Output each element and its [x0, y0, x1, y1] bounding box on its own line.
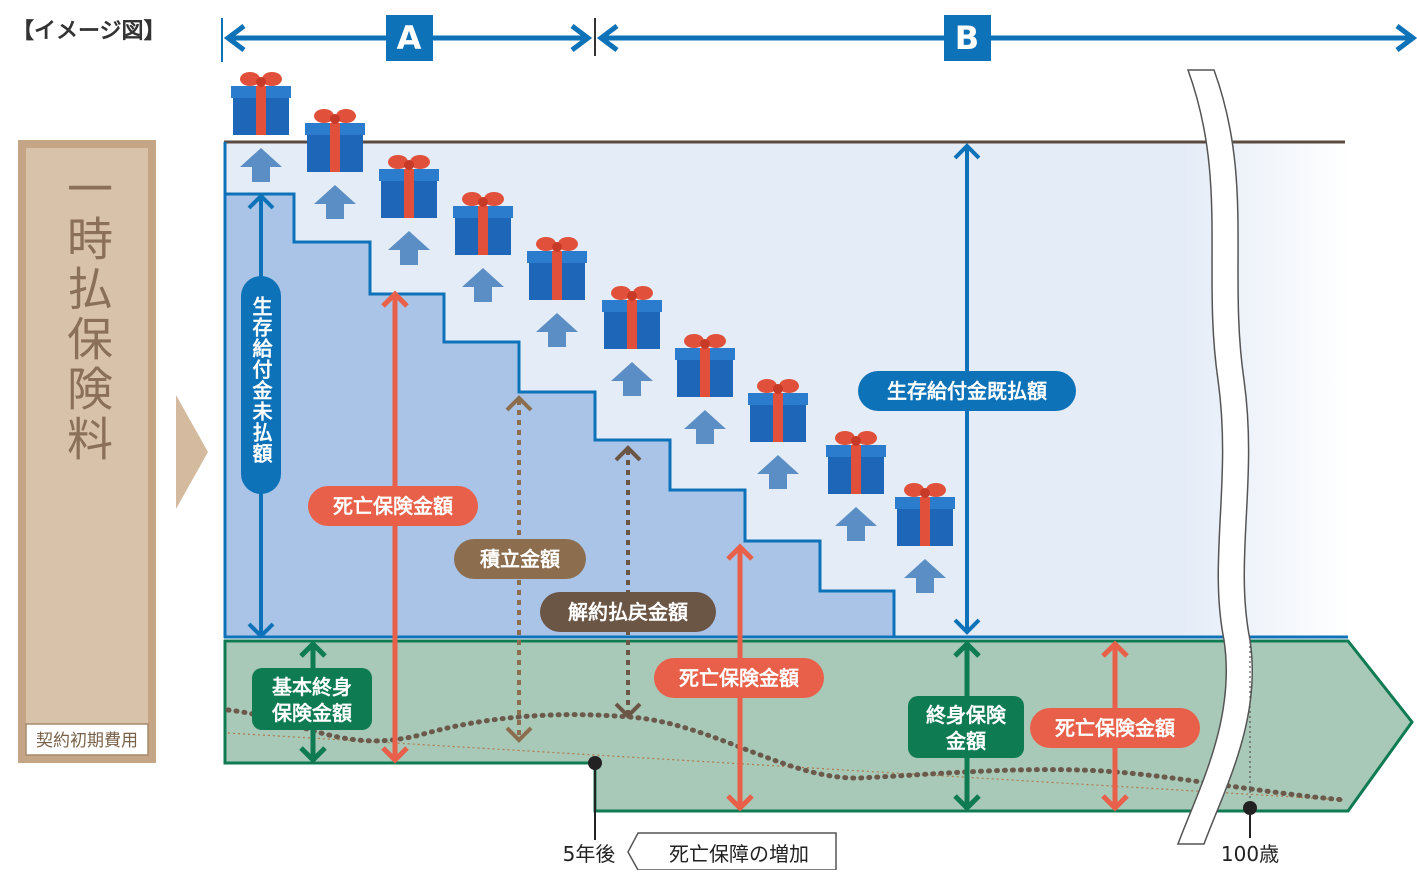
- up-arrow-icon: [757, 455, 799, 489]
- up-arrow-icon: [314, 185, 356, 219]
- wavy-break-icon: [1176, 69, 1254, 845]
- surrender-label: 解約払戻金額: [568, 600, 688, 624]
- period-b-arrow: [596, 24, 1417, 52]
- up-arrow-icon: [536, 313, 578, 347]
- period-a-label: A: [397, 19, 422, 57]
- up-arrow-icon: [835, 507, 877, 541]
- whole-life-sum-label: 終身保険金額: [926, 703, 1007, 753]
- up-arrow-icon: [388, 231, 430, 265]
- period-b-label: B: [955, 19, 979, 57]
- up-arrow-icon: [611, 362, 653, 396]
- period-a-badge: [386, 15, 433, 61]
- age-100-label: 100歳: [1221, 842, 1279, 866]
- surrender-pill: [540, 592, 716, 632]
- surrender-curve: [225, 707, 1348, 803]
- whole-life-sum-pill: [908, 696, 1024, 758]
- paid-benefit-pill: [858, 371, 1076, 411]
- accumulation-label: 積立金額: [480, 547, 560, 571]
- surrender-arrow: [614, 445, 642, 719]
- chevron-right-icon: [176, 395, 208, 509]
- death-benefit-label-1: 死亡保険金額: [333, 494, 453, 518]
- period-b-badge: [944, 15, 991, 61]
- five-years-label: 5年後: [563, 842, 616, 866]
- image-label: 【イメージ図】: [12, 19, 166, 44]
- up-arrow-icon: [904, 559, 946, 593]
- gift-icon: [453, 192, 513, 255]
- death-benefit-label-2: 死亡保険金額: [679, 666, 799, 690]
- up-arrow-icon: [462, 268, 504, 302]
- death-coverage-increase-label: 死亡保障の増加: [669, 842, 809, 866]
- death-benefit-pill-1: [308, 486, 478, 526]
- gift-icon: [895, 483, 955, 546]
- initial-fee-label: 契約初期費用: [36, 731, 138, 751]
- gift-icon: [602, 286, 662, 349]
- gift-icon: [379, 155, 439, 218]
- up-arrow-icon: [240, 148, 282, 182]
- gift-icon: [231, 72, 291, 135]
- accumulation-baseline: [227, 732, 1346, 801]
- age-100-dot: [1243, 801, 1257, 815]
- premium-column-inner: [26, 148, 148, 755]
- death-benefit-arrow-1: [381, 290, 409, 764]
- paid-benefit-label: 生存給付金既払額: [887, 379, 1047, 403]
- death-benefit-pill-3: [1030, 708, 1200, 748]
- gift-icon: [826, 431, 886, 494]
- basic-whole-life-label: 基本終身保険金額: [271, 675, 352, 725]
- unpaid-benefit-label: 生存給付金未払額: [249, 296, 273, 464]
- premium-label: 一時払保険料: [60, 165, 114, 465]
- accumulation-arrow: [505, 395, 533, 743]
- gift-icon: [748, 379, 808, 442]
- up-arrow-icon: [684, 410, 726, 444]
- gift-icon: [675, 334, 735, 397]
- gift-layer: [231, 72, 955, 593]
- death-benefit-label-3: 死亡保険金額: [1055, 716, 1175, 740]
- death-benefit-pill-2: [654, 658, 824, 698]
- steps-outline: [226, 192, 896, 636]
- accumulation-pill: [454, 539, 586, 579]
- initial-fee-box: [25, 723, 149, 756]
- unpaid-benefit-pill: [241, 276, 281, 494]
- gift-icon: [305, 109, 365, 172]
- five-years-dot: [588, 756, 602, 770]
- gift-icon: [527, 237, 587, 300]
- basic-whole-life-pill: [252, 668, 372, 730]
